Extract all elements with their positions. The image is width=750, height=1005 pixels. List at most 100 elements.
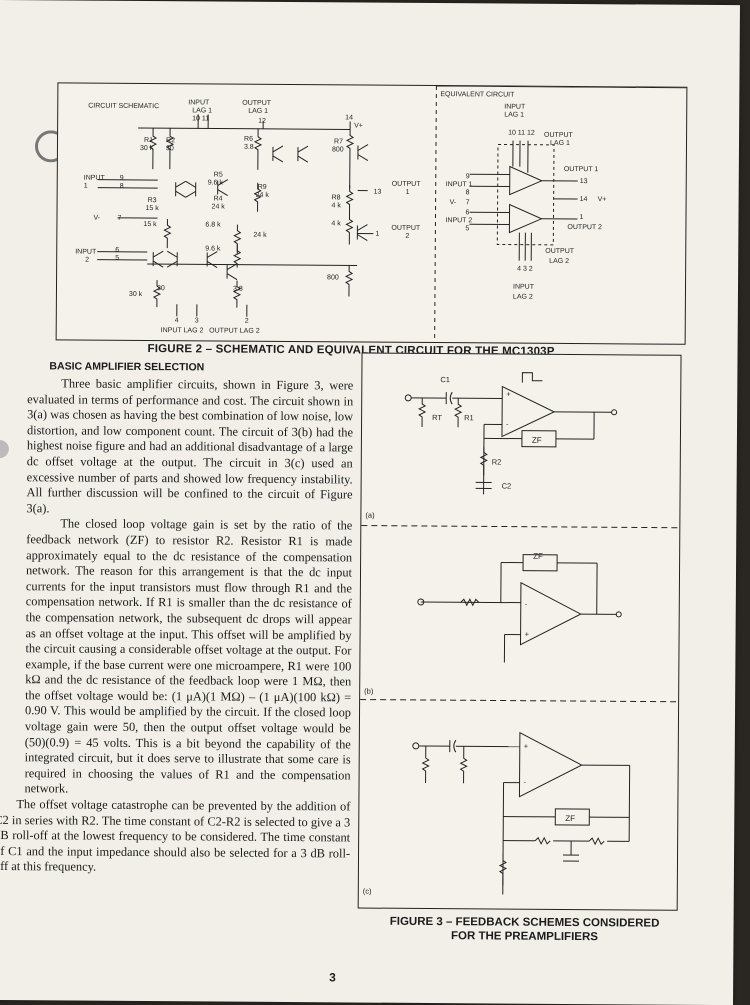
output-lag1-pin: 12 (258, 118, 266, 125)
svg-text:30: 30 (166, 145, 174, 152)
svg-text:+: + (524, 742, 529, 751)
svg-text:2: 2 (245, 318, 249, 325)
paragraph-3: The offset voltage catastrophe can be pr… (0, 797, 350, 877)
svg-text:24 k: 24 k (256, 192, 270, 199)
svg-text:5: 5 (465, 225, 469, 232)
eq-pins-top: 10 11 12 (508, 130, 535, 137)
output1-label: OUTPUT (392, 181, 422, 188)
svg-text:8: 8 (120, 183, 124, 190)
svg-text:800: 800 (332, 146, 344, 153)
label-c2: C2 (502, 482, 512, 491)
svg-text:9.6 k: 9.6 k (205, 245, 221, 252)
bottom-lag-labels: INPUT LAG 2 OUTPUT LAG 2 (161, 327, 260, 335)
svg-text:INPUT: INPUT (513, 284, 535, 291)
vminus-label: V- (93, 215, 100, 222)
section-heading: BASIC AMPLIFIER SELECTION (49, 360, 204, 373)
svg-text:6: 6 (466, 209, 470, 216)
eq-output2-label: OUTPUT 2 (567, 224, 602, 231)
svg-text:LAG 1: LAG 1 (504, 112, 524, 119)
svg-text:30: 30 (157, 285, 165, 292)
equivalent-title: EQUIVALENT CIRCUIT (440, 91, 515, 99)
svg-text:LAG 1: LAG 1 (192, 107, 212, 114)
svg-text:9.6 k: 9.6 k (208, 179, 224, 186)
svg-text:R3: R3 (148, 197, 157, 204)
svg-text:R7: R7 (334, 138, 343, 145)
svg-text:6: 6 (115, 247, 119, 254)
figure-3-caption: FIGURE 3 – FEEDBACK SCHEMES CONSIDERED F… (359, 915, 689, 945)
vminus-pin: 7 (117, 215, 121, 222)
svg-text:1: 1 (84, 183, 88, 190)
figure-3-caption-text: FIGURE 3 – FEEDBACK SCHEMES CONSIDERED F… (390, 916, 660, 943)
svg-text:15 k: 15 k (143, 221, 157, 228)
svg-text:-: - (525, 600, 528, 609)
svg-text:2: 2 (85, 257, 89, 264)
eq-input2-label: INPUT 2 (445, 217, 472, 224)
vplus-pin: 14 (345, 114, 353, 121)
page-number: 3 (329, 970, 336, 984)
input-lag1-pins: 10 11 (192, 115, 209, 122)
input2-label: INPUT (75, 249, 97, 256)
figure-2-box: CIRCUIT SCHEMATIC INPUT LAG 1 10 11 OUTP… (56, 82, 688, 344)
eq-vminus: V- (450, 199, 457, 206)
eq-output1-pin: 13 (580, 178, 588, 185)
figure-2-labels: CIRCUIT SCHEMATIC INPUT LAG 1 10 11 OUTP… (57, 83, 687, 343)
svg-text:2: 2 (405, 233, 409, 240)
output1-pin: 13 (374, 189, 382, 196)
svg-text:R9: R9 (258, 184, 267, 191)
svg-text:7: 7 (466, 199, 470, 206)
svg-text:30 k: 30 k (140, 145, 154, 152)
svg-text:800: 800 (327, 274, 339, 281)
svg-text:3.8: 3.8 (244, 144, 254, 151)
label-zf-c: ZF (565, 814, 575, 823)
eq-vplus-pin: 14 (580, 196, 588, 203)
eq-bottom-pins: 4 3 2 (517, 266, 533, 273)
svg-text:1: 1 (406, 189, 410, 196)
svg-text:OUTPUT: OUTPUT (544, 132, 574, 139)
svg-text:9: 9 (466, 173, 470, 180)
svg-text:INPUT: INPUT (504, 104, 526, 111)
output2-label: OUTPUT (391, 225, 421, 232)
label-c: (c) (363, 887, 372, 896)
input-lag1-label: INPUT (188, 99, 210, 106)
svg-text:3.8: 3.8 (233, 286, 243, 293)
svg-text:4 k: 4 k (331, 220, 341, 227)
svg-text:+: + (506, 390, 511, 399)
eq-output2-pin: 1 (579, 214, 583, 221)
label-zf-a: ZF (532, 436, 542, 445)
svg-text:4 k: 4 k (332, 202, 342, 209)
svg-text:30 k: 30 k (129, 291, 143, 298)
label-zf-b: ZF (533, 552, 543, 561)
svg-text:LAG 1: LAG 1 (248, 108, 268, 115)
input1-label: INPUT (84, 175, 106, 182)
svg-text:R4: R4 (214, 195, 223, 202)
svg-text:R5: R5 (214, 171, 223, 178)
svg-text:15 k: 15 k (146, 205, 160, 212)
vplus-label: V+ (354, 122, 363, 129)
svg-text:5: 5 (115, 255, 119, 262)
figure-3-box: C1 RT R1 + - ZF R2 C2 (a) ZF - + (b) + -… (358, 353, 682, 911)
svg-text:R6: R6 (244, 136, 253, 143)
output2-pin: 1 (375, 231, 379, 238)
svg-text:8: 8 (466, 189, 470, 196)
svg-text:OUTPUT: OUTPUT (545, 248, 575, 255)
svg-text:24 k: 24 k (212, 203, 226, 210)
eq-input1-label: INPUT 1 (446, 181, 473, 188)
svg-text:3: 3 (195, 317, 199, 324)
body-text: Three basic amplifier circuits, shown in… (0, 376, 353, 877)
eq-vplus: V+ (598, 196, 607, 203)
svg-text:+: + (525, 630, 530, 639)
paragraph-1: Three basic amplifier circuits, shown in… (0, 376, 353, 519)
svg-text:24 k: 24 k (253, 232, 267, 239)
paragraph-2: The closed loop voltage gain is set by t… (0, 516, 352, 799)
svg-text:9: 9 (120, 175, 124, 182)
svg-text:LAG 2: LAG 2 (513, 294, 533, 301)
svg-text:R1: R1 (144, 137, 153, 144)
schematic-title: CIRCUIT SCHEMATIC (88, 103, 159, 110)
label-c1: C1 (440, 375, 450, 384)
svg-text:-: - (524, 778, 527, 787)
label-r1: R1 (464, 413, 474, 422)
output-lag1-label: OUTPUT (242, 100, 272, 107)
eq-output1-label: OUTPUT 1 (564, 166, 599, 173)
figure-3-labels: C1 RT R1 + - ZF R2 C2 (a) ZF - + (b) + -… (359, 354, 681, 910)
